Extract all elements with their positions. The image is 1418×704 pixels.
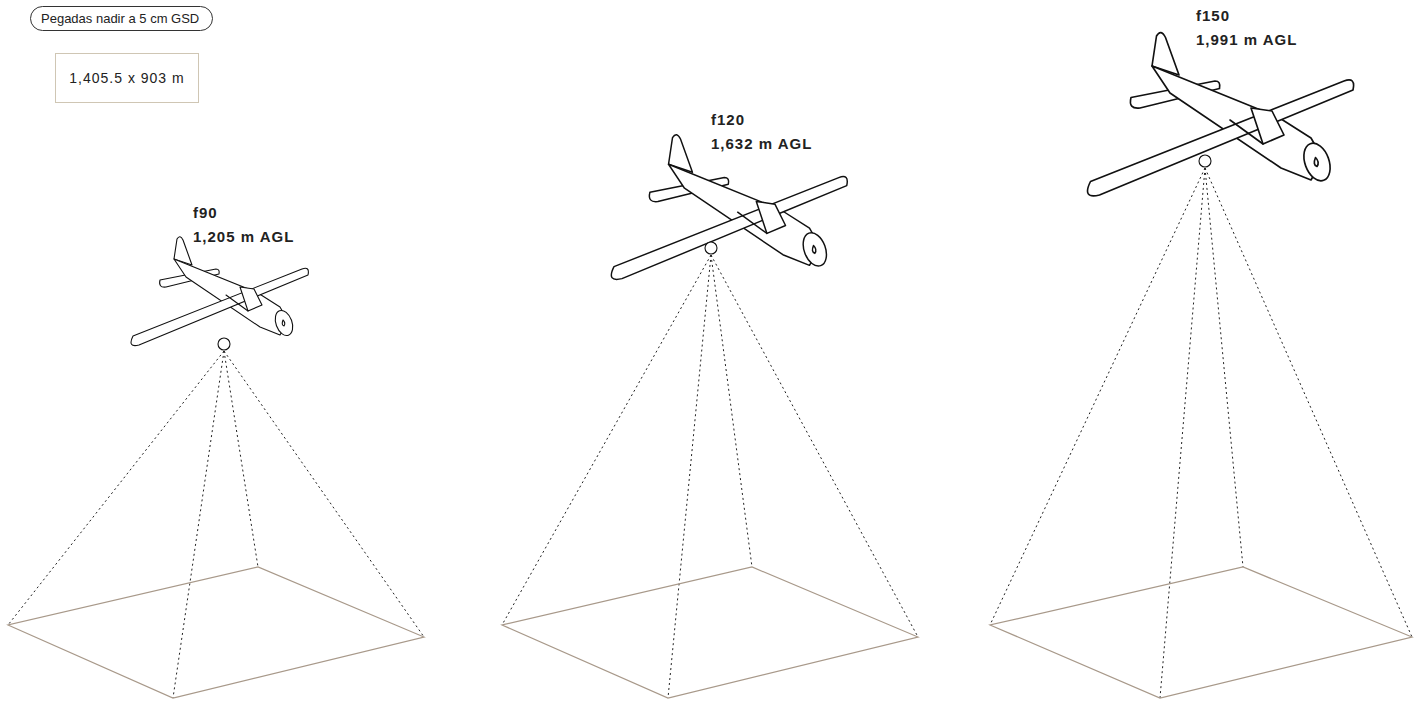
view-frustum — [8, 351, 424, 698]
altitude-label: 1,991 m AGL — [1194, 31, 1299, 48]
camera-point — [705, 242, 717, 254]
ground-footprint — [8, 567, 424, 698]
airplane — [131, 237, 308, 346]
focal-length: f150 — [1194, 7, 1232, 24]
ground-footprint — [990, 567, 1412, 698]
focal-length: f120 — [709, 111, 747, 128]
node-text: 1,405.5 x 903 m — [69, 70, 184, 86]
view-frustum — [990, 168, 1412, 698]
camera-point — [1199, 155, 1211, 167]
focal-length: f90 — [191, 204, 220, 221]
view-frustum — [502, 255, 918, 698]
title-pill: Pegadas nadir a 5 cm GSD — [30, 6, 213, 31]
camera-point — [218, 338, 230, 350]
airplane — [611, 135, 847, 280]
node-text: Pegadas nadir a 5 cm GSD — [41, 11, 202, 26]
ground-footprint — [502, 567, 918, 698]
airplane — [1088, 33, 1354, 196]
dimension-box: 1,405.5 x 903 m — [55, 53, 199, 103]
altitude-label: 1,205 m AGL — [191, 228, 296, 245]
altitude-label: 1,632 m AGL — [709, 135, 814, 152]
